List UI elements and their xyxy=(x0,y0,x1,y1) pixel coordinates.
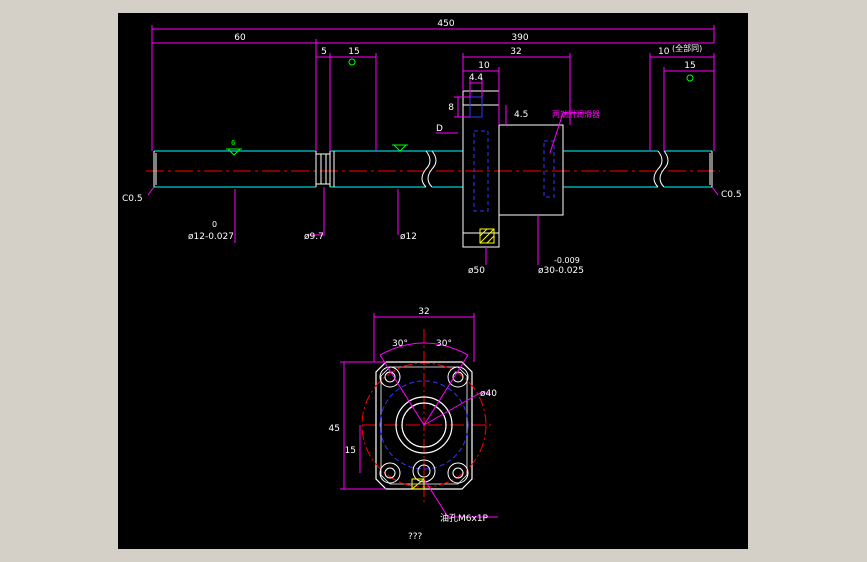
ball-screw-view: 450 390 60 5 15 32 10 4.4 8 4.5 10 15 (全… xyxy=(122,19,742,276)
oil-hole-hatch xyxy=(411,478,425,490)
section-angle-left: 30° xyxy=(392,339,408,349)
top-dim-texts: 450 390 60 5 15 32 10 4.4 8 4.5 10 15 (全… xyxy=(122,19,742,276)
top-leaders xyxy=(147,112,719,265)
flange-outline xyxy=(375,361,473,490)
dim-32: 32 xyxy=(510,47,521,57)
top-dimensions xyxy=(151,25,715,151)
section-dim-32: 32 xyxy=(418,307,429,317)
dim-390: 390 xyxy=(511,33,528,43)
dim-60: 60 xyxy=(234,33,246,43)
dia-12-tol-top: 0 xyxy=(212,220,217,229)
dim-450: 450 xyxy=(437,19,454,29)
flange-section-view: 32 30° 30° ø40 45 15 油孔M6x1P ??? xyxy=(329,307,498,542)
hidden-circle xyxy=(379,380,469,470)
nut-flange xyxy=(462,90,500,248)
section-dims xyxy=(340,313,498,518)
center-bore-inner xyxy=(401,402,447,448)
dim-5: 5 xyxy=(321,47,327,57)
drawing-canvas[interactable]: 450 390 60 5 15 32 10 4.4 8 4.5 10 15 (全… xyxy=(118,13,748,549)
dia-12: ø12 xyxy=(400,232,417,242)
section-caption: ??? xyxy=(408,532,423,542)
center-bore-outer xyxy=(395,396,453,454)
shaft-screw-left xyxy=(330,150,463,188)
datum-circle-left xyxy=(348,58,356,66)
section-dim-texts: 32 30° 30° ø40 45 15 油孔M6x1P ??? xyxy=(329,307,498,542)
dia-9-7: ø9.7 xyxy=(304,232,324,242)
dia-12-tol: ø12-0.027 xyxy=(188,232,234,242)
shaft-screw-right xyxy=(563,150,713,188)
roughness-value: 6 xyxy=(231,139,236,147)
note-lubricator: 两端附润滑器 xyxy=(552,109,600,119)
nut-body xyxy=(498,124,564,216)
dia-50: ø50 xyxy=(468,266,485,276)
datum-circle-right xyxy=(686,74,694,82)
label-d: D xyxy=(436,124,443,134)
chamfer-left: C0.5 xyxy=(122,194,143,204)
section-hole-note: 油孔M6x1P xyxy=(440,512,489,524)
dim-10-right: 10 xyxy=(658,47,670,57)
shaft-groove xyxy=(316,151,331,187)
note-all-same: (全部同) xyxy=(672,43,702,53)
shaft-left-end xyxy=(153,150,317,188)
dia-30-tol: ø30-0.025 xyxy=(538,266,584,276)
drawing-svg: 450 390 60 5 15 32 10 4.4 8 4.5 10 15 (全… xyxy=(122,19,742,542)
dim-15-right: 15 xyxy=(684,61,695,71)
chamfer-right: C0.5 xyxy=(721,190,742,200)
section-dia-40: ø40 xyxy=(480,389,497,399)
section-dim-45: 45 xyxy=(329,424,340,434)
dim-4-4: 4.4 xyxy=(469,73,484,83)
dim-4-5: 4.5 xyxy=(514,110,528,120)
section-angle-right: 30° xyxy=(436,339,452,349)
dia-30-tol-top: -0.009 xyxy=(554,256,580,265)
section-dim-15: 15 xyxy=(345,446,356,456)
roughness-symbols xyxy=(226,144,408,156)
dim-15-left: 15 xyxy=(348,47,359,57)
dim-8: 8 xyxy=(448,103,454,113)
dim-10: 10 xyxy=(478,61,490,71)
